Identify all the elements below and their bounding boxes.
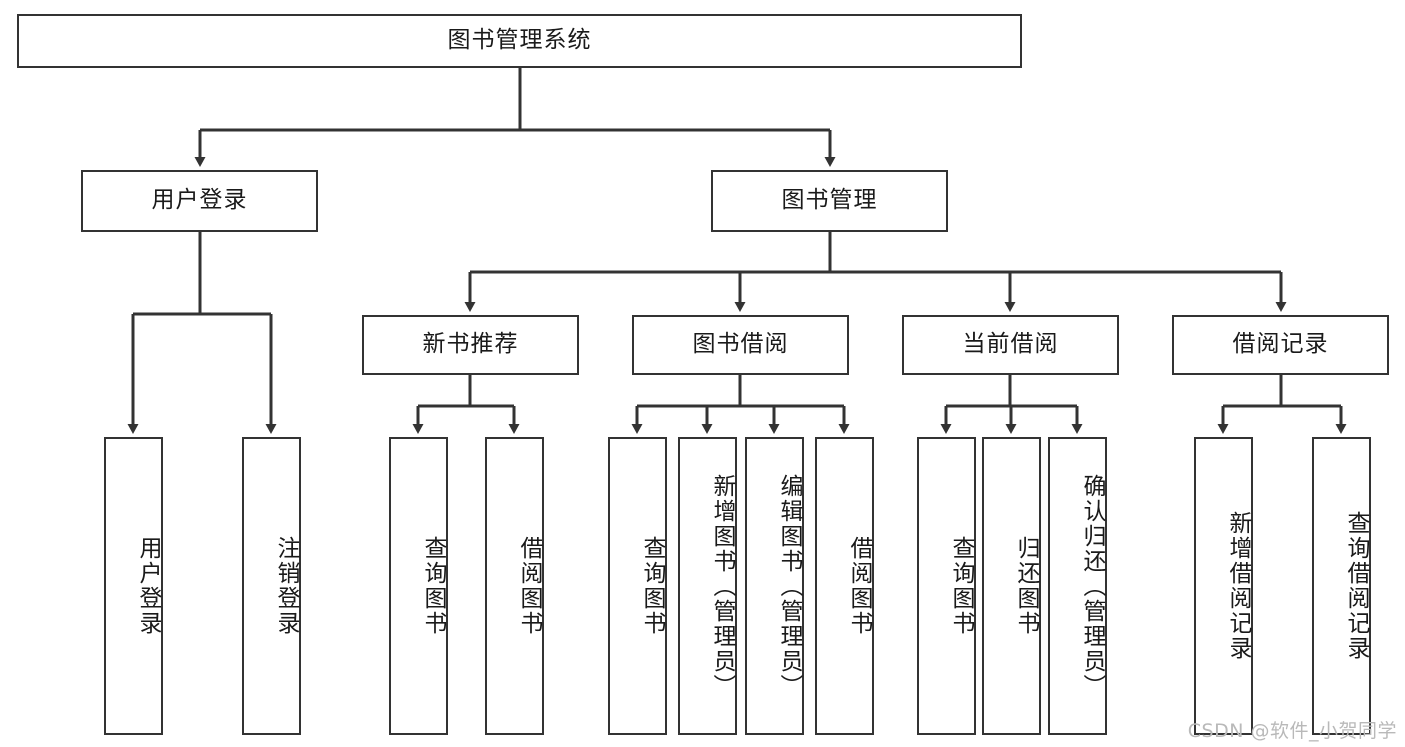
node-label: 新增图书（管理员） [709,473,735,699]
leaf-borrow-borrow-book[interactable]: 借阅图书 [815,437,874,735]
node-label: 当前借阅 [962,331,1059,358]
node-label: 图书借阅 [692,331,789,358]
node-label: 借阅图书 [516,536,542,636]
leaf-recommend-query-book[interactable]: 查询图书 [389,437,448,735]
node-label: 确认归还（管理员） [1079,473,1105,699]
node-label: 查询借阅记录 [1343,511,1369,661]
leaf-borrow-query-book[interactable]: 查询图书 [608,437,667,735]
leaf-borrow-add-book-admin[interactable]: 新增图书（管理员） [678,437,737,735]
node-label: 用户登录 [151,187,248,214]
leaf-record-query-record[interactable]: 查询借阅记录 [1312,437,1371,735]
leaf-user-login-logout[interactable]: 注销登录 [242,437,301,735]
node-label: 用户登录 [135,536,161,636]
node-label: 图书管理系统 [447,27,592,54]
node-label: 查询图书 [420,536,446,636]
node-root-book-management-system[interactable]: 图书管理系统 [17,14,1022,68]
node-new-book-recommend[interactable]: 新书推荐 [362,315,579,375]
node-label: 注销登录 [273,536,299,636]
node-user-login[interactable]: 用户登录 [81,170,318,232]
node-book-borrow[interactable]: 图书借阅 [632,315,849,375]
watermark: CSDN @软件_小贺同学 [1187,720,1397,742]
node-label: 查询图书 [639,536,665,636]
node-label: 查询图书 [948,536,974,636]
leaf-record-add-record[interactable]: 新增借阅记录 [1194,437,1253,735]
leaf-current-confirm-return-admin[interactable]: 确认归还（管理员） [1048,437,1107,735]
node-label: 新增借阅记录 [1225,511,1251,661]
node-label: 借阅记录 [1232,331,1329,358]
leaf-borrow-edit-book-admin[interactable]: 编辑图书（管理员） [745,437,804,735]
node-label: 新书推荐 [422,331,519,358]
node-current-borrow[interactable]: 当前借阅 [902,315,1119,375]
leaf-user-login-login[interactable]: 用户登录 [104,437,163,735]
node-label: 图书管理 [781,187,878,214]
node-borrow-record[interactable]: 借阅记录 [1172,315,1389,375]
leaf-recommend-borrow-book[interactable]: 借阅图书 [485,437,544,735]
node-book-management[interactable]: 图书管理 [711,170,948,232]
leaf-current-return-book[interactable]: 归还图书 [982,437,1041,735]
leaf-current-query-book[interactable]: 查询图书 [917,437,976,735]
node-label: 编辑图书（管理员） [776,473,802,699]
node-label: 归还图书 [1013,536,1039,636]
node-label: 借阅图书 [846,536,872,636]
